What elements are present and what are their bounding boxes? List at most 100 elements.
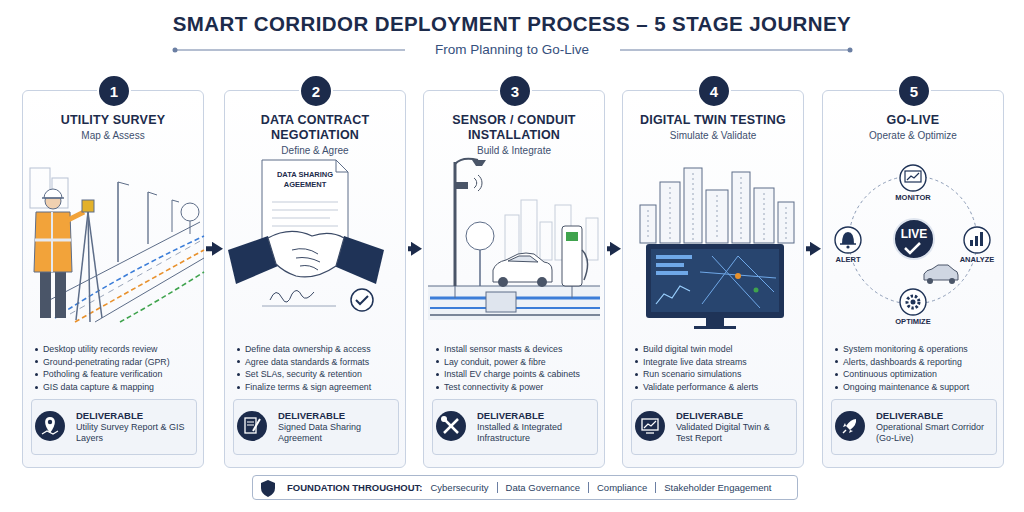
bullet-row: Set SLAs, security & retention [237,368,403,381]
deliverable-text: DELIVERABLEOperational Smart Corridor (G… [876,400,990,454]
deliverable-heading: DELIVERABLE [676,410,790,422]
flow-arrow [806,246,810,251]
card-header: DIGITAL TWIN TESTING Simulate & Validate [623,113,803,142]
step-number-text: 5 [910,84,918,99]
stage-subtitle: Build & Integrate [477,145,551,157]
bullet-row: Ground-penetrating radar (GPR) [35,356,201,369]
flow-arrow [206,246,212,251]
bullet-row: Agree data standards & formats [237,356,403,369]
foundation-item: Data Governance [506,482,580,493]
bullet-text: Integrate live data streams [643,356,747,368]
bullet-text: System monitoring & operations [843,343,968,355]
foundation-item: Stakeholder Engagement [664,482,771,493]
bullet-dot [237,386,240,389]
bullet-text: Desktop utility records review [43,343,157,355]
bullet-text: Finalize terms & sign agreement [245,381,371,393]
bullet-dot [635,360,638,363]
bullet-row: Install sensor masts & devices [436,343,602,356]
bullet-dot [835,348,838,351]
bullet-row: Lay conduit, power & fibre [436,356,602,369]
bullet-text: Install sensor masts & devices [444,343,562,355]
bullet-text: Install EV charge points & cabinets [444,368,580,380]
deliverable-box: DELIVERABLEInstalled & Integrated Infras… [432,399,598,455]
deliverable-box: DELIVERABLEValidated Digital Twin & Test… [631,399,797,455]
card-header: UTILITY SURVEYMap & Assess [23,113,203,142]
bullet-dot [835,373,838,376]
deliverable-description: Installed & Integrated Infrastructure [477,422,589,444]
step-number-text: 1 [110,84,118,99]
foundation-item: Compliance [597,482,647,493]
separator [655,482,656,493]
stage-subtitle: Simulate & Validate [670,130,757,142]
card-header: GO-LIVEOperate & Optimize [823,113,1003,142]
stage-title: GO-LIVE [838,113,988,128]
bullet-text: Run scenario simulations [643,368,741,380]
stage-subtitle: Map & Assess [81,130,144,142]
bullet-row: Build digital twin model [635,343,801,356]
stage-title: SENSOR / CONDUIT INSTALLATION [439,113,589,143]
bullet-list: Build digital twin modelIntegrate live d… [635,343,801,393]
bullet-row: Alerts, dashboards & reporting [835,356,1001,369]
bullet-row: Finalize terms & sign agreement [237,381,403,394]
icon-label: ANALYZE [960,255,995,265]
bullet-dot [835,386,838,389]
bullet-dot [436,386,439,389]
deliverable-box: DELIVERABLEOperational Smart Corridor (G… [831,399,997,455]
deliverable-box: DELIVERABLEUtility Survey Report & GIS L… [31,399,197,455]
deliverable-heading: DELIVERABLE [876,410,990,422]
deliverable-text: DELIVERABLEUtility Survey Report & GIS L… [76,400,190,454]
foundation-heading: FOUNDATION THROUGHOUT: [287,482,422,493]
stage-card: UTILITY SURVEYMap & AssessDesktop utilit… [22,90,204,468]
document-title: DATA SHARING AGEEMENT [270,170,340,189]
subtitle: From Planning to Go-Live [435,42,589,58]
separator [588,482,589,493]
bullet-list: Install sensor masts & devicesLay condui… [436,343,602,393]
bullet-dot [635,386,638,389]
bullet-dot [436,360,439,363]
step-number: 1 [97,74,131,108]
foundation-bar: FOUNDATION THROUGHOUT:CybersecurityData … [252,475,798,500]
bullet-dot [237,360,240,363]
deliverable-description: Validated Digital Twin & Test Report [676,422,788,444]
stage-title: DIGITAL TWIN TESTING [638,113,788,128]
stage-title: DATA CONTRACT NEGOTIATION [240,113,390,143]
deliverable-text: DELIVERABLESigned Data Sharing Agreement [278,400,392,454]
bullet-list: Desktop utility records reviewGround-pen… [35,343,201,393]
bullet-row: Continuous optimization [835,368,1001,381]
step-number: 5 [897,74,931,108]
deliverable-heading: DELIVERABLE [477,410,591,422]
step-number-text: 4 [710,84,718,99]
flow-arrow [607,246,610,251]
step-number-text: 3 [511,84,519,99]
bullet-dot [237,348,240,351]
stage-card: SENSOR / CONDUIT INSTALLATION Build & Int… [423,90,605,468]
stage-subtitle: Define & Agree [281,145,348,157]
bullet-text: Ongoing maintenance & support [843,381,969,393]
bullet-text: Define data ownership & access [245,343,371,355]
bullet-dot [635,373,638,376]
deliverable-heading: DELIVERABLE [76,410,190,422]
bullet-dot [237,373,240,376]
bullet-text: Build digital twin model [643,343,732,355]
bullet-dot [35,373,38,376]
bullet-row: Run scenario simulations [635,368,801,381]
live-badge: LIVE [893,218,935,260]
bullet-list: System monitoring & operationsAlerts, da… [835,343,1001,393]
deliverable-description: Signed Data Sharing Agreement [278,422,390,444]
bullet-text: Lay conduit, power & fibre [444,356,546,368]
bullet-row: Integrate live data streams [635,356,801,369]
card-header: SENSOR / CONDUIT INSTALLATION Build & Int… [424,113,604,157]
bullet-row: Test connectivity & power [436,381,602,394]
card-header: DATA CONTRACT NEGOTIATION Define & Agree [225,113,405,157]
bullet-row: Validate performance & alerts [635,381,801,394]
icon-label: OPTIMIZE [895,317,930,327]
bullet-row: GIS data capture & mapping [35,381,201,394]
bullet-text: Potholing & feature verification [43,368,162,380]
deliverable-heading: DELIVERABLE [278,410,392,422]
icon-label: MONITOR [895,193,930,203]
deliverable-description: Utility Survey Report & GIS Layers [76,422,188,444]
bullet-text: Agree data standards & formats [245,356,369,368]
